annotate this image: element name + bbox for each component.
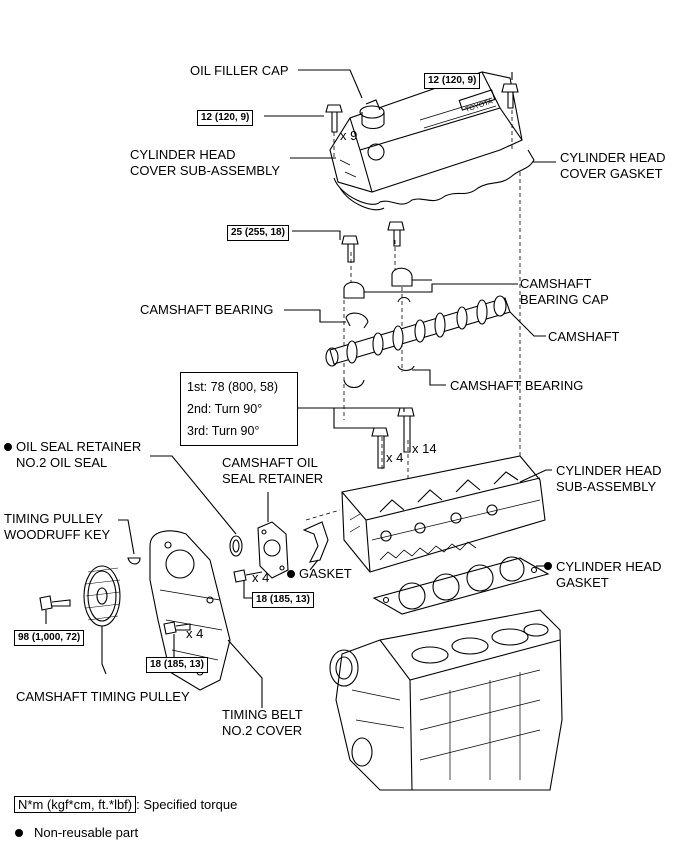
bearing-cap-bolt-1-drawing <box>341 235 359 263</box>
camshaft-bearing-upper-drawing <box>345 296 411 329</box>
cylinder-head-drawing <box>341 455 546 573</box>
torque-cover-right: 12 (120, 9) <box>424 73 481 89</box>
woodruff-key-drawing <box>127 557 141 565</box>
count-x4-head: x 4 <box>386 450 404 465</box>
head-bolt-step-2: 2nd: Turn 90° <box>187 402 263 416</box>
camshaft-timing-pulley-drawing <box>83 565 121 627</box>
label-cyl-head-gasket-2: GASKET <box>556 575 609 590</box>
torque-bearing-cap: 25 (255, 18) <box>227 225 289 241</box>
label-timing-belt-2: NO.2 COVER <box>222 723 303 738</box>
label-cover-gasket-2: COVER GASKET <box>560 166 663 181</box>
engine-block-drawing <box>329 609 563 791</box>
label-cyl-head-cover-1: CYLINDER HEAD <box>130 147 236 162</box>
label-oil-seal-1: OIL SEAL RETAINER <box>16 439 142 454</box>
legend-torque: N*m (kgf*cm, ft.*lbf): Specified torque <box>14 796 238 813</box>
label-camshaft: CAMSHAFT <box>548 329 620 344</box>
label-cover-gasket-1: CYLINDER HEAD <box>560 150 666 165</box>
label-camshaft-timing-pulley: CAMSHAFT TIMING PULLEY <box>16 689 190 704</box>
gasket-drawing <box>302 521 329 563</box>
label-oil-seal-2: NO.2 OIL SEAL <box>16 455 108 470</box>
oil-seal-drawing <box>229 535 243 557</box>
torque-pulley: 98 (1,000, 72) <box>14 630 85 646</box>
label-oil-filler-cap: OIL FILLER CAP <box>190 63 289 78</box>
label-bearing-cap-1: CAMSHAFT <box>520 276 592 291</box>
label-timing-belt-1: TIMING BELT <box>222 707 303 722</box>
torque-belt-cover: 18 (185, 13) <box>146 657 208 673</box>
oil-filler-cap-drawing <box>359 99 385 130</box>
head-bolt-step-1: 1st: 78 (800, 58) <box>187 380 279 394</box>
label-cam-oil-seal-retainer-1: CAMSHAFT OIL <box>222 455 318 470</box>
head-bolt-step-3: 3rd: Turn 90° <box>187 424 260 438</box>
cylinder-head-gasket-drawing <box>372 556 550 615</box>
label-camshaft-bearing-upper: CAMSHAFT BEARING <box>140 302 274 317</box>
cover-bolt-left-drawing <box>325 104 343 133</box>
torque-retainer: 18 (185, 13) <box>252 592 314 608</box>
label-cyl-head-sub-1: CYLINDER HEAD <box>556 463 662 478</box>
count-x9: x 9 <box>340 128 358 143</box>
cover-bolt-right-drawing <box>501 83 519 109</box>
camshaft-bearing-cap-drawing <box>343 267 413 299</box>
count-x14: x 14 <box>412 441 437 456</box>
label-woodruff-1: TIMING PULLEY <box>4 511 103 526</box>
cylinder-head-cover-gasket-drawing <box>333 149 535 211</box>
label-gasket: GASKET <box>299 566 352 581</box>
label-woodruff-2: WOODRUFF KEY <box>4 527 111 542</box>
label-bearing-cap-2: BEARING CAP <box>520 292 609 307</box>
camshaft-drawing <box>325 295 511 367</box>
camshaft-oil-seal-retainer-drawing <box>257 521 289 579</box>
retainer-bolt-drawing <box>233 569 263 583</box>
cylinder-head-cover-drawing: TOYOTA <box>329 71 523 193</box>
label-cyl-head-cover-2: COVER SUB-ASSEMBLY <box>130 163 281 178</box>
head-bolt-torque-box: 1st: 78 (800, 58) 2nd: Turn 90° 3rd: Tur… <box>180 372 298 446</box>
label-cyl-head-gasket-1: CYLINDER HEAD <box>556 559 662 574</box>
legend-torque-key: N*m (kgf*cm, ft.*lbf) <box>14 796 137 813</box>
pulley-bolt-drawing <box>39 595 71 611</box>
label-cam-oil-seal-retainer-2: SEAL RETAINER <box>222 471 324 486</box>
label-camshaft-bearing-lower: CAMSHAFT BEARING <box>450 378 584 393</box>
legend-torque-desc: : Specified torque <box>136 797 238 812</box>
label-cyl-head-sub-2: SUB-ASSEMBLY <box>556 479 657 494</box>
torque-cover-left: 12 (120, 9) <box>197 110 254 126</box>
camshaft-bearing-lower-drawing <box>343 365 415 389</box>
legend-nonreusable: Non-reusable part <box>34 825 139 840</box>
cylinder-head-bolt-drawing <box>371 407 415 469</box>
belt-cover-bolt-drawing <box>163 621 191 635</box>
count-x4-retainer: x 4 <box>252 570 270 585</box>
count-x4-belt-cover: x 4 <box>186 626 204 641</box>
bearing-cap-bolt-2-drawing <box>387 221 405 247</box>
